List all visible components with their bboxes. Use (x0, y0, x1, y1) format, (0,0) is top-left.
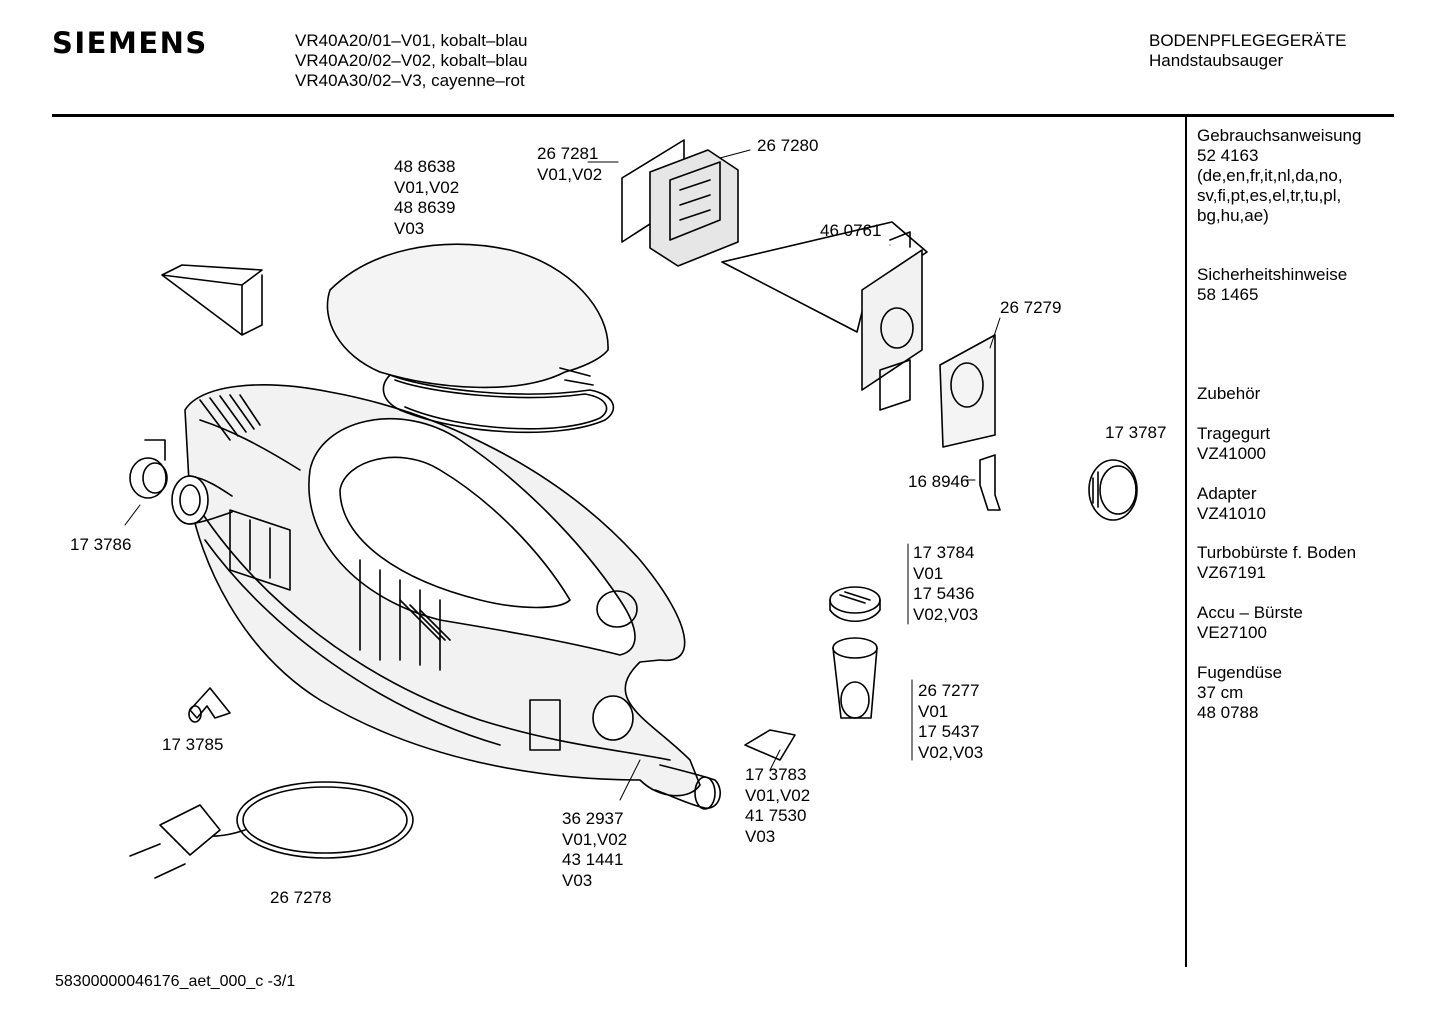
product-category: BODENPFLEGEGERÄTE Handstaubsauger (1149, 31, 1347, 70)
filter-cap (829, 586, 881, 622)
hose-clip (129, 439, 168, 499)
small-bracket (979, 454, 1001, 511)
sidebar-divider (1185, 117, 1187, 967)
accessory-crevice-tool: Fugendüse 37 cm 48 0788 (1197, 663, 1283, 722)
accessory-adapter: Adapter VZ41010 (1197, 484, 1266, 523)
part-label-173786: 17 3786 (70, 535, 132, 554)
part-label-267281: 26 7281 V01,V02 (537, 144, 603, 184)
brand-logo: SIEMENS (52, 26, 208, 60)
part-label-267279: 26 7279 (1000, 298, 1062, 317)
safety-info: Sicherheitshinweise 58 1465 (1197, 265, 1348, 304)
part-label-173784: 17 3784 V01 17 5436 V02,V03 (913, 543, 979, 624)
accessories-heading: Zubehör (1197, 384, 1261, 403)
accessory-strap: Tragegurt VZ41000 (1197, 424, 1271, 463)
nozzle-ring (171, 475, 233, 525)
part-label-267280: 26 7280 (757, 136, 819, 155)
part-label-460761: 46 0761 (820, 221, 882, 240)
wedge-parts (161, 264, 263, 336)
header-divider (52, 114, 1394, 117)
power-cord (129, 781, 414, 879)
document-id: 58300000046176_aet_000_c -3/1 (55, 973, 296, 990)
part-label-267277: 26 7277 V01 17 5437 V02,V03 (918, 681, 984, 762)
accessory-accu-brush: Accu – Bürste VE27100 (1197, 603, 1303, 642)
part-label-362937: 36 2937 V01,V02 43 1441 V03 (562, 809, 628, 890)
side-clip (744, 729, 796, 761)
part-label-173787: 17 3787 (1105, 423, 1167, 442)
part-label-168946: 16 8946 (908, 472, 970, 491)
model-list: VR40A20/01–V01, kobalt–blau VR40A20/02–V… (295, 31, 528, 90)
hook-part (188, 687, 231, 723)
part-label-173785: 17 3785 (162, 735, 224, 754)
accessory-turbo-brush: Turbobürste f. Boden VZ67191 (1197, 543, 1357, 582)
part-label-267278: 26 7278 (270, 888, 332, 907)
vacuum-body-shell (184, 384, 721, 810)
manual-info: Gebrauchsanweisung 52 4163 (de,en,fr,it,… (1197, 126, 1362, 225)
part-label-488638: 48 8638 V01,V02 48 8639 V03 (394, 157, 460, 238)
exploded-view-drawing (124, 139, 1138, 879)
dust-bag (721, 221, 928, 411)
seal-frame (382, 374, 615, 434)
micro-filter (939, 334, 996, 448)
cover-lid (326, 243, 609, 389)
part-label-173783: 17 3783 V01,V02 41 7530 V03 (745, 765, 811, 846)
filter-holder (832, 637, 878, 719)
seal-ring (1088, 459, 1138, 521)
filter-pad (621, 139, 739, 267)
leader-lines (124, 149, 1001, 801)
